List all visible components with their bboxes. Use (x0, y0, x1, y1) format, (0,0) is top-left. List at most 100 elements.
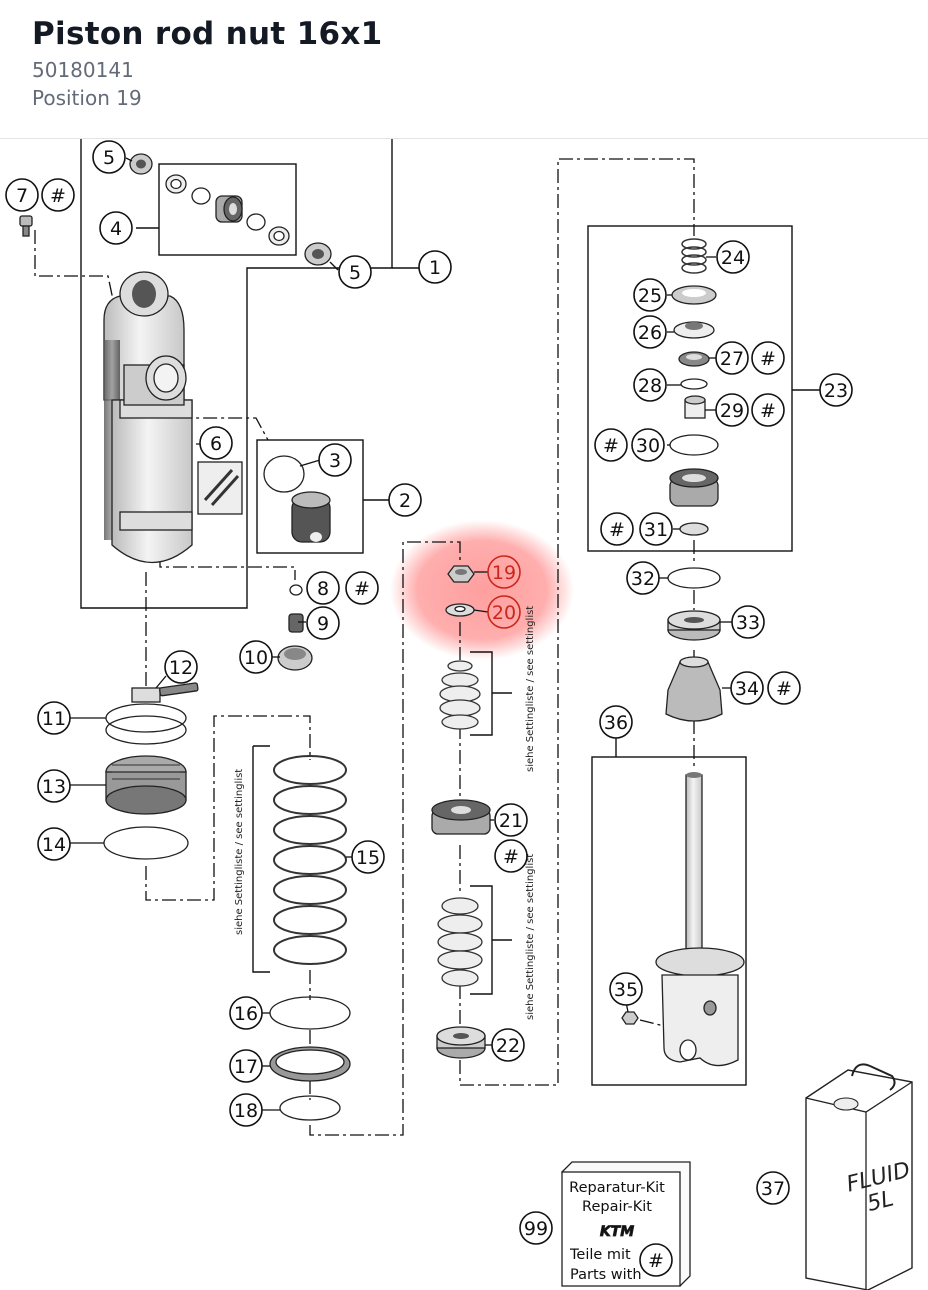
part-4-bearing-set (165, 174, 290, 246)
part-25-scraper (671, 285, 717, 305)
callout-21-hash[interactable]: # (494, 839, 528, 873)
svg-text:#: # (354, 578, 370, 600)
svg-text:36: 36 (604, 712, 628, 734)
callout-32[interactable]: 32 (626, 561, 660, 595)
svg-text:9: 9 (317, 613, 329, 635)
svg-text:#: # (760, 400, 776, 422)
callout-7-hash[interactable]: # (41, 178, 75, 212)
callout-11[interactable]: 11 (37, 701, 71, 735)
svg-text:25: 25 (638, 285, 662, 307)
svg-text:31: 31 (644, 519, 668, 541)
svg-text:17: 17 (234, 1056, 258, 1078)
callout-37[interactable]: 37 (756, 1171, 790, 1205)
part-shim-stack-lower (437, 897, 483, 987)
part-15-spring (273, 755, 347, 965)
callout-24[interactable]: 24 (716, 240, 750, 274)
callout-7[interactable]: 7 (5, 178, 39, 212)
setting-note-spring: siehe Settingliste / see settinglist (234, 769, 245, 935)
part-12-screw (159, 682, 199, 697)
callout-30[interactable]: 30 (631, 428, 665, 462)
callout-25[interactable]: 25 (633, 278, 667, 312)
callout-10[interactable]: 10 (239, 640, 273, 674)
svg-text:29: 29 (720, 400, 744, 422)
part-shock-body (103, 271, 243, 564)
svg-text:33: 33 (736, 612, 760, 634)
callout-12[interactable]: 12 (164, 650, 198, 684)
part-18-ring (279, 1095, 341, 1121)
position-label: Position 19 (32, 86, 142, 110)
callout-8[interactable]: 8 (306, 571, 340, 605)
part-29-bushing (684, 395, 706, 419)
setting-note-lower-stack: siehe Settingliste / see settinglist (525, 854, 536, 1020)
svg-text:32: 32 (631, 568, 655, 590)
callout-23[interactable]: 23 (819, 373, 853, 407)
part-5-bushing-top (129, 153, 153, 175)
setting-note-upper-stack: siehe Settingliste / see settinglist (525, 606, 536, 772)
callout-5-bottom[interactable]: 5 (338, 255, 372, 289)
callout-6[interactable]: 6 (199, 426, 233, 460)
svg-text:30: 30 (636, 435, 660, 457)
callout-27-hash[interactable]: # (751, 341, 785, 375)
repair-kit-line2: Repair-Kit (582, 1199, 652, 1215)
svg-text:35: 35 (614, 979, 638, 1001)
callout-26[interactable]: 26 (633, 315, 667, 349)
callout-20[interactable]: 20 (487, 595, 521, 629)
callout-9[interactable]: 9 (306, 606, 340, 640)
callout-16[interactable]: 16 (229, 996, 263, 1030)
callout-29[interactable]: 29 (715, 393, 749, 427)
part-11-clamp (105, 687, 187, 745)
part-19-piston-rod-nut (447, 565, 475, 583)
callout-3[interactable]: 3 (318, 443, 352, 477)
svg-text:#: # (50, 185, 66, 207)
callout-19-highlighted[interactable]: 19 (487, 555, 521, 589)
part-30-o-ring (669, 434, 719, 456)
callout-1[interactable]: 1 (418, 250, 452, 284)
callout-36[interactable]: 36 (599, 705, 633, 739)
repair-kit-line4: Parts with (570, 1267, 642, 1283)
callout-8-hash[interactable]: # (345, 571, 379, 605)
page-header: Piston rod nut 16x1 50180141 Position 19 (0, 0, 928, 139)
callout-28[interactable]: 28 (633, 368, 667, 402)
callout-30-hash[interactable]: # (594, 428, 628, 462)
part-21-piston (431, 799, 491, 835)
part-13-preload-nut (105, 755, 187, 815)
callout-99[interactable]: 99 (519, 1211, 553, 1245)
callout-18[interactable]: 18 (229, 1093, 263, 1127)
svg-text:34: 34 (735, 678, 759, 700)
svg-text:11: 11 (42, 708, 66, 730)
part-5-bushing-bottom (304, 242, 332, 266)
svg-text:#: # (603, 435, 619, 457)
callout-4[interactable]: 4 (99, 211, 133, 245)
part-7-screw (19, 215, 33, 237)
part-14-ring (103, 826, 189, 860)
part-27-seal (678, 351, 710, 367)
callout-22[interactable]: 22 (491, 1028, 525, 1062)
callout-35[interactable]: 35 (609, 972, 643, 1006)
svg-text:16: 16 (234, 1003, 258, 1025)
svg-text:99: 99 (524, 1218, 548, 1240)
svg-text:#: # (760, 348, 776, 370)
callout-99-hash[interactable]: # (639, 1243, 673, 1277)
callout-34-hash[interactable]: # (767, 671, 801, 705)
callout-21[interactable]: 21 (494, 803, 528, 837)
callout-29-hash[interactable]: # (751, 393, 785, 427)
callout-27[interactable]: 27 (715, 341, 749, 375)
svg-text:#: # (776, 678, 792, 700)
callout-33[interactable]: 33 (731, 605, 765, 639)
callout-17[interactable]: 17 (229, 1049, 263, 1083)
part-33-stop-plate (667, 610, 721, 641)
callout-14[interactable]: 14 (37, 827, 71, 861)
callout-5-top[interactable]: 5 (92, 140, 126, 174)
callout-15[interactable]: 15 (351, 840, 385, 874)
part-36-piston-rod (655, 772, 745, 1067)
callout-31[interactable]: 31 (639, 512, 673, 546)
callout-34[interactable]: 34 (730, 671, 764, 705)
callout-2[interactable]: 2 (388, 483, 422, 517)
svg-text:7: 7 (16, 185, 28, 207)
callout-13[interactable]: 13 (37, 769, 71, 803)
highlight-glow (390, 520, 574, 660)
svg-text:1: 1 (429, 257, 441, 279)
callout-31-hash[interactable]: # (600, 512, 634, 546)
ktm-logo: KTM (600, 1224, 634, 1240)
page-title: Piston rod nut 16x1 (32, 16, 383, 52)
